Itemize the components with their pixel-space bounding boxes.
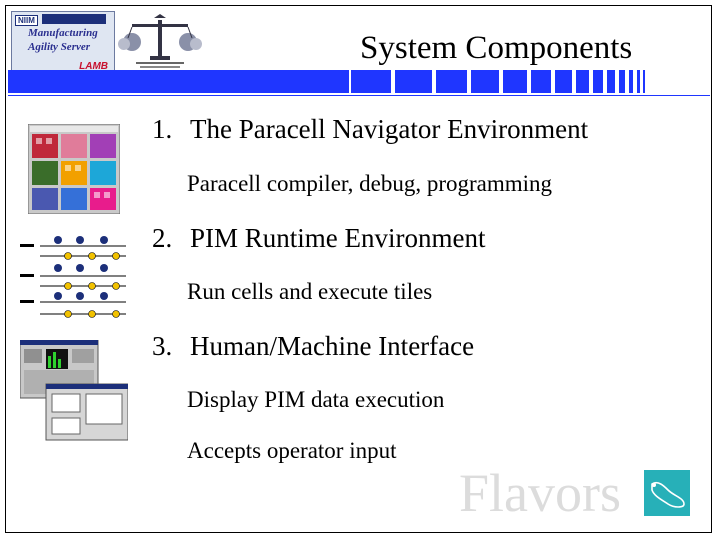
item-number: 1. bbox=[152, 114, 173, 144]
flavors-shoe-icon bbox=[644, 470, 690, 516]
item-number: 2. bbox=[152, 223, 173, 253]
item-label: PIM Runtime Environment bbox=[190, 223, 486, 253]
pim-runtime-diagram bbox=[18, 232, 130, 320]
logo-badge: LAMB bbox=[79, 61, 108, 72]
paracell-navigator-thumbnail bbox=[28, 124, 120, 214]
item-label: The Paracell Navigator Environment bbox=[190, 114, 589, 144]
list-item-3: 3. Human/Machine Interface bbox=[152, 331, 474, 362]
flavors-watermark: Flavors bbox=[459, 463, 621, 523]
title-divider bbox=[8, 95, 710, 96]
item-detail: Paracell compiler, debug, programming bbox=[187, 171, 553, 196]
logo-line1: Manufacturing bbox=[28, 27, 98, 39]
item-detail: Display PIM data execution bbox=[187, 387, 445, 412]
item-detail: Run cells and execute tiles bbox=[187, 279, 433, 304]
logo-line2: Agility Server bbox=[28, 41, 91, 53]
hmi-screens-thumbnail bbox=[20, 340, 128, 441]
page-title: System Components bbox=[360, 30, 633, 66]
logo-banner bbox=[42, 14, 106, 24]
item-number: 3. bbox=[152, 331, 173, 361]
item-label: Human/Machine Interface bbox=[190, 331, 475, 361]
niim-brand: NIIM bbox=[15, 15, 38, 26]
scales-of-justice-icon bbox=[118, 14, 202, 72]
list-item-1: 1. The Paracell Navigator Environment bbox=[152, 114, 588, 145]
manufacturing-agility-server-logo: NIIM Manufacturing Agility Server LAMB bbox=[11, 11, 115, 75]
item-detail: Accepts operator input bbox=[187, 438, 397, 463]
list-item-2: 2. PIM Runtime Environment bbox=[152, 223, 485, 254]
title-accent-bar bbox=[8, 70, 349, 93]
